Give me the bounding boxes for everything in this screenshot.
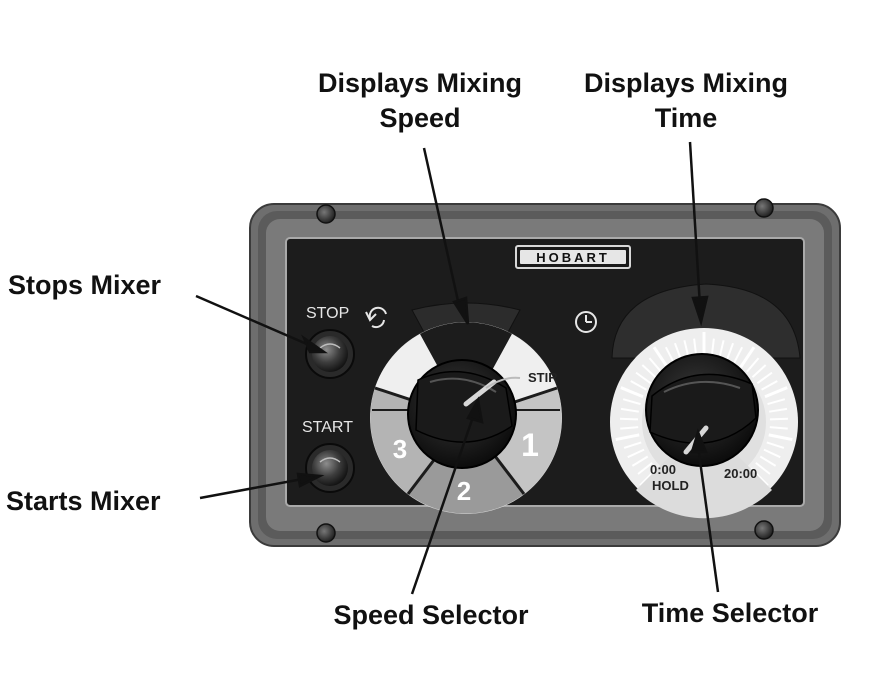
timer-dial-tick bbox=[761, 380, 778, 391]
timer-dial-tick bbox=[766, 441, 785, 449]
timer-dial-tick bbox=[768, 433, 793, 442]
timer-label-hold: HOLD bbox=[652, 478, 689, 493]
timer-dial-tick bbox=[725, 342, 735, 361]
timer-dial-ticks bbox=[615, 332, 793, 487]
leader-time-selector bbox=[696, 445, 720, 593]
start-label: START bbox=[302, 419, 353, 436]
timer-dial-tick bbox=[635, 371, 652, 385]
callout-time-display-line2: Time bbox=[654, 103, 718, 133]
arrowhead-time-display bbox=[691, 295, 709, 327]
rotation-arrow-icon bbox=[365, 306, 387, 329]
timer-label-end: 20:00 bbox=[724, 466, 757, 481]
timer-dial-tick bbox=[751, 364, 767, 378]
timer-dial-tick bbox=[755, 462, 771, 475]
timer-dial-tick bbox=[637, 462, 653, 475]
timer-dial-tick bbox=[620, 417, 639, 421]
speed-label-2: 2 bbox=[457, 476, 471, 506]
screw-bottom-right bbox=[754, 520, 774, 540]
arrowhead-speed-display bbox=[452, 296, 470, 325]
timer-dial-tick bbox=[620, 386, 644, 399]
arrowhead-stops-mixer bbox=[301, 334, 328, 354]
timer-dial-tick bbox=[622, 398, 641, 406]
timer-dial-tick bbox=[767, 398, 786, 406]
timer-dial-tick bbox=[769, 407, 788, 413]
leader-time-display bbox=[688, 141, 702, 307]
leader-stops-mixer bbox=[195, 294, 317, 350]
callout-speed-display-line2: Speed bbox=[379, 103, 461, 133]
callout-stops-mixer: Stops Mixer bbox=[8, 270, 162, 300]
speed-selector-knob[interactable] bbox=[407, 359, 521, 469]
leader-starts-mixer bbox=[199, 476, 309, 500]
screw-top-left bbox=[316, 204, 336, 224]
timer-dial-tick bbox=[627, 448, 645, 459]
leader-speed-display bbox=[422, 147, 462, 311]
callout-speed-display: Displays Mixing Speed bbox=[300, 66, 540, 136]
timer-dial-tick bbox=[673, 342, 683, 361]
callout-speed-display-line1: Displays Mixing bbox=[317, 68, 523, 98]
timer-dial-tick bbox=[769, 426, 788, 430]
clock-icon bbox=[575, 311, 597, 333]
timer-dial-tick bbox=[718, 340, 725, 359]
speed-label-3: 3 bbox=[393, 434, 407, 464]
speed-label-stir: STIR bbox=[528, 370, 558, 385]
arrowhead-speed-selector bbox=[466, 396, 484, 424]
speed-label-1: 1 bbox=[521, 427, 539, 463]
timer-dial-tick bbox=[623, 441, 642, 449]
callout-starts-mixer: Starts Mixer bbox=[6, 486, 161, 516]
start-button[interactable] bbox=[305, 443, 355, 493]
timer-dial-tick bbox=[631, 455, 649, 467]
timer-dial-tick bbox=[641, 364, 657, 378]
arrowhead-time-selector bbox=[690, 428, 708, 454]
time-selector-knob[interactable] bbox=[645, 353, 759, 467]
timer-dial-tick bbox=[710, 338, 715, 357]
timer-dial-tick bbox=[739, 346, 756, 368]
timer-dial-tick bbox=[664, 346, 675, 364]
leader-speed-selector bbox=[410, 413, 476, 595]
timer-dial-tick bbox=[764, 386, 788, 399]
timer-dial-tick bbox=[630, 380, 647, 391]
callout-speed-selector: Speed Selector bbox=[333, 600, 529, 630]
callout-time-display-line1: Displays Mixing bbox=[583, 68, 789, 98]
brand-label: HOBART bbox=[536, 250, 610, 265]
timer-dial-tick bbox=[756, 371, 773, 385]
timer-dial-tick bbox=[648, 357, 662, 373]
screw-bottom-left bbox=[316, 523, 336, 543]
callout-time-selector: Time Selector bbox=[641, 598, 819, 628]
timer-dial-tick bbox=[759, 455, 777, 467]
timer-dial-tick bbox=[769, 417, 788, 421]
timer-dial-tick bbox=[620, 426, 639, 430]
stop-label: STOP bbox=[306, 305, 349, 322]
stop-button[interactable] bbox=[305, 329, 355, 379]
brand-badge: HOBART bbox=[515, 245, 631, 269]
screw-top-right bbox=[754, 198, 774, 218]
callout-time-display: Displays Mixing Time bbox=[566, 66, 806, 136]
timer-dial-tick bbox=[652, 346, 669, 368]
timer-dial-tick bbox=[746, 357, 760, 373]
arrowhead-starts-mixer bbox=[296, 472, 325, 488]
timer-dial-tick bbox=[620, 407, 639, 413]
timer-label-start: 0:00 bbox=[650, 462, 676, 477]
timer-dial-tick bbox=[615, 433, 640, 442]
timer-dial-tick bbox=[763, 448, 781, 459]
leader-lines bbox=[195, 141, 720, 595]
timer-dial-tick bbox=[733, 346, 744, 364]
